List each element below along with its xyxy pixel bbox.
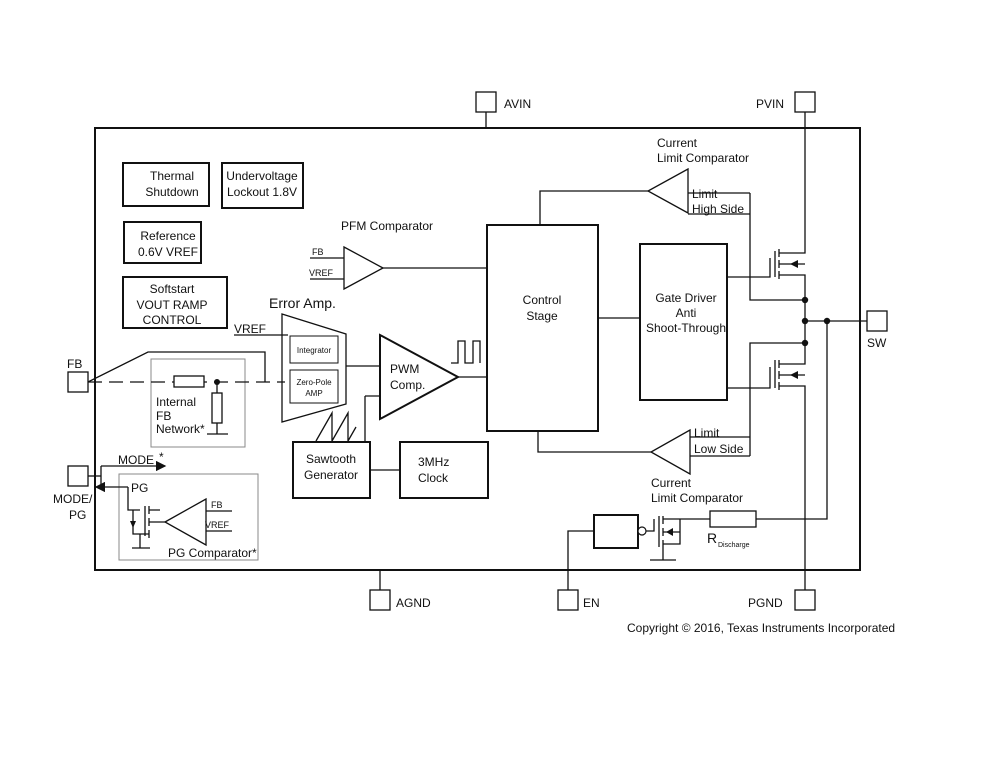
copyright-notice: Copyright © 2016, Texas Instruments Inco…	[627, 621, 895, 635]
svg-text:Generator: Generator	[304, 468, 358, 482]
svg-text:Reference: Reference	[140, 229, 196, 243]
error-amplifier: Error Amp. VREF Integrator Zero-Pole AMP	[234, 295, 380, 423]
svg-text:VREF: VREF	[309, 268, 334, 278]
softstart-block: Softstart VOUT RAMP CONTROL	[122, 276, 228, 329]
svg-text:Sawtooth: Sawtooth	[306, 452, 356, 466]
svg-text:PWM: PWM	[390, 362, 419, 376]
svg-text:FB: FB	[211, 500, 223, 510]
error-amp-label: Error Amp.	[269, 295, 336, 311]
svg-text:VOUT RAMP: VOUT RAMP	[136, 298, 207, 312]
svg-text:Lockout 1.8V: Lockout 1.8V	[227, 185, 297, 199]
svg-text:Comp.: Comp.	[390, 378, 425, 392]
internal-fb-network: Internal FB Network*	[87, 351, 285, 448]
svg-text:Undervoltage: Undervoltage	[226, 169, 298, 183]
zero-pole-label-2: AMP	[305, 389, 322, 398]
gate-driver-block: Gate Driver Anti Shoot-Through	[639, 243, 728, 401]
thermal-shutdown-block: Thermal Shutdown	[122, 162, 210, 207]
svg-text:Internal: Internal	[156, 395, 196, 409]
svg-text:Limit Comparator: Limit Comparator	[657, 151, 749, 165]
pin-mode-pg-label-2: PG	[69, 508, 86, 522]
pin-agnd: AGND	[369, 570, 431, 611]
svg-text:Clock: Clock	[418, 471, 449, 485]
pg-comparator-label: PG Comparator*	[168, 546, 257, 560]
discharge-circuit: R Discharge	[567, 510, 757, 590]
svg-text:Shoot-Through: Shoot-Through	[646, 321, 726, 335]
svg-text:High Side: High Side	[692, 202, 744, 216]
svg-text:CONTROL: CONTROL	[143, 313, 202, 327]
pin-pgnd-label: PGND	[748, 596, 783, 610]
pin-mode-pg: MODE/ PG	[53, 465, 93, 522]
pin-en-label: EN	[583, 596, 600, 610]
high-side-mosfet	[727, 112, 806, 300]
reference-block: Reference 0.6V VREF	[123, 221, 202, 264]
low-side-mosfet	[727, 343, 806, 590]
svg-text:FB: FB	[156, 409, 171, 423]
pwm-comparator: PWM Comp.	[364, 333, 487, 442]
undervoltage-lockout-block: Undervoltage Lockout 1.8V	[221, 162, 304, 209]
svg-text:Softstart: Softstart	[150, 282, 195, 296]
svg-text:Network*: Network*	[156, 422, 205, 436]
svg-text:Shutdown: Shutdown	[145, 185, 198, 199]
svg-text:Low Side: Low Side	[694, 442, 744, 456]
svg-text:Stage: Stage	[526, 309, 558, 323]
svg-text:Control: Control	[523, 293, 562, 307]
pwm-waveform-icon	[451, 340, 481, 364]
mode-star: *	[159, 450, 164, 464]
svg-text:0.6V VREF: 0.6V VREF	[138, 245, 198, 259]
pin-sw: SW	[866, 310, 888, 350]
svg-text:Limit: Limit	[692, 187, 718, 201]
svg-text:Current: Current	[657, 136, 698, 150]
svg-text:Current: Current	[651, 476, 692, 490]
svg-text:Limit Comparator: Limit Comparator	[651, 491, 743, 505]
svg-text:Thermal: Thermal	[150, 169, 194, 183]
r-discharge-label: R	[707, 530, 717, 546]
switch-node-wiring	[749, 193, 867, 520]
pin-pvin: PVIN	[756, 91, 816, 113]
current-limit-comparator-low: Limit Low Side Current Limit Comparator	[537, 426, 750, 505]
svg-text:Anti: Anti	[676, 306, 697, 320]
pin-pvin-label: PVIN	[756, 97, 784, 111]
pfm-comparator-label: PFM Comparator	[341, 219, 433, 233]
pin-pgnd: PGND	[748, 589, 816, 611]
sawtooth-generator: Sawtooth Generator	[292, 410, 400, 499]
pin-mode-pg-label-1: MODE/	[53, 492, 93, 506]
control-stage-block: Control Stage	[486, 224, 640, 432]
pin-agnd-label: AGND	[396, 596, 431, 610]
pin-fb: FB	[67, 357, 89, 393]
pin-avin: AVIN	[475, 91, 531, 128]
pin-fb-label: FB	[67, 357, 82, 371]
pin-en: EN	[557, 589, 600, 611]
mode-label: MODE	[118, 453, 154, 467]
zero-pole-label-1: Zero-Pole	[296, 378, 332, 387]
sawtooth-waveform-icon	[315, 410, 357, 444]
pin-avin-label: AVIN	[504, 97, 531, 111]
current-limit-comparator-high: Current Limit Comparator Limit High Side	[539, 136, 750, 225]
clock-3mhz: 3MHz Clock	[399, 441, 489, 499]
svg-text:Limit: Limit	[694, 426, 720, 440]
error-amp-vref-label: VREF	[234, 322, 266, 336]
pfm-comparator: PFM Comparator FB VREF	[309, 219, 487, 291]
pg-label: PG	[131, 481, 148, 495]
r-discharge-subscript: Discharge	[718, 542, 750, 549]
integrator-label: Integrator	[297, 346, 332, 355]
pin-sw-label: SW	[867, 336, 887, 350]
svg-text:3MHz: 3MHz	[418, 455, 449, 469]
ic-boundary	[94, 127, 861, 571]
svg-text:Gate Driver: Gate Driver	[655, 291, 716, 305]
svg-text:FB: FB	[312, 247, 324, 257]
mode-pg-circuit: MODE * PG FB VREF PG Comparator*	[88, 450, 259, 561]
svg-text:VREF: VREF	[205, 520, 230, 530]
